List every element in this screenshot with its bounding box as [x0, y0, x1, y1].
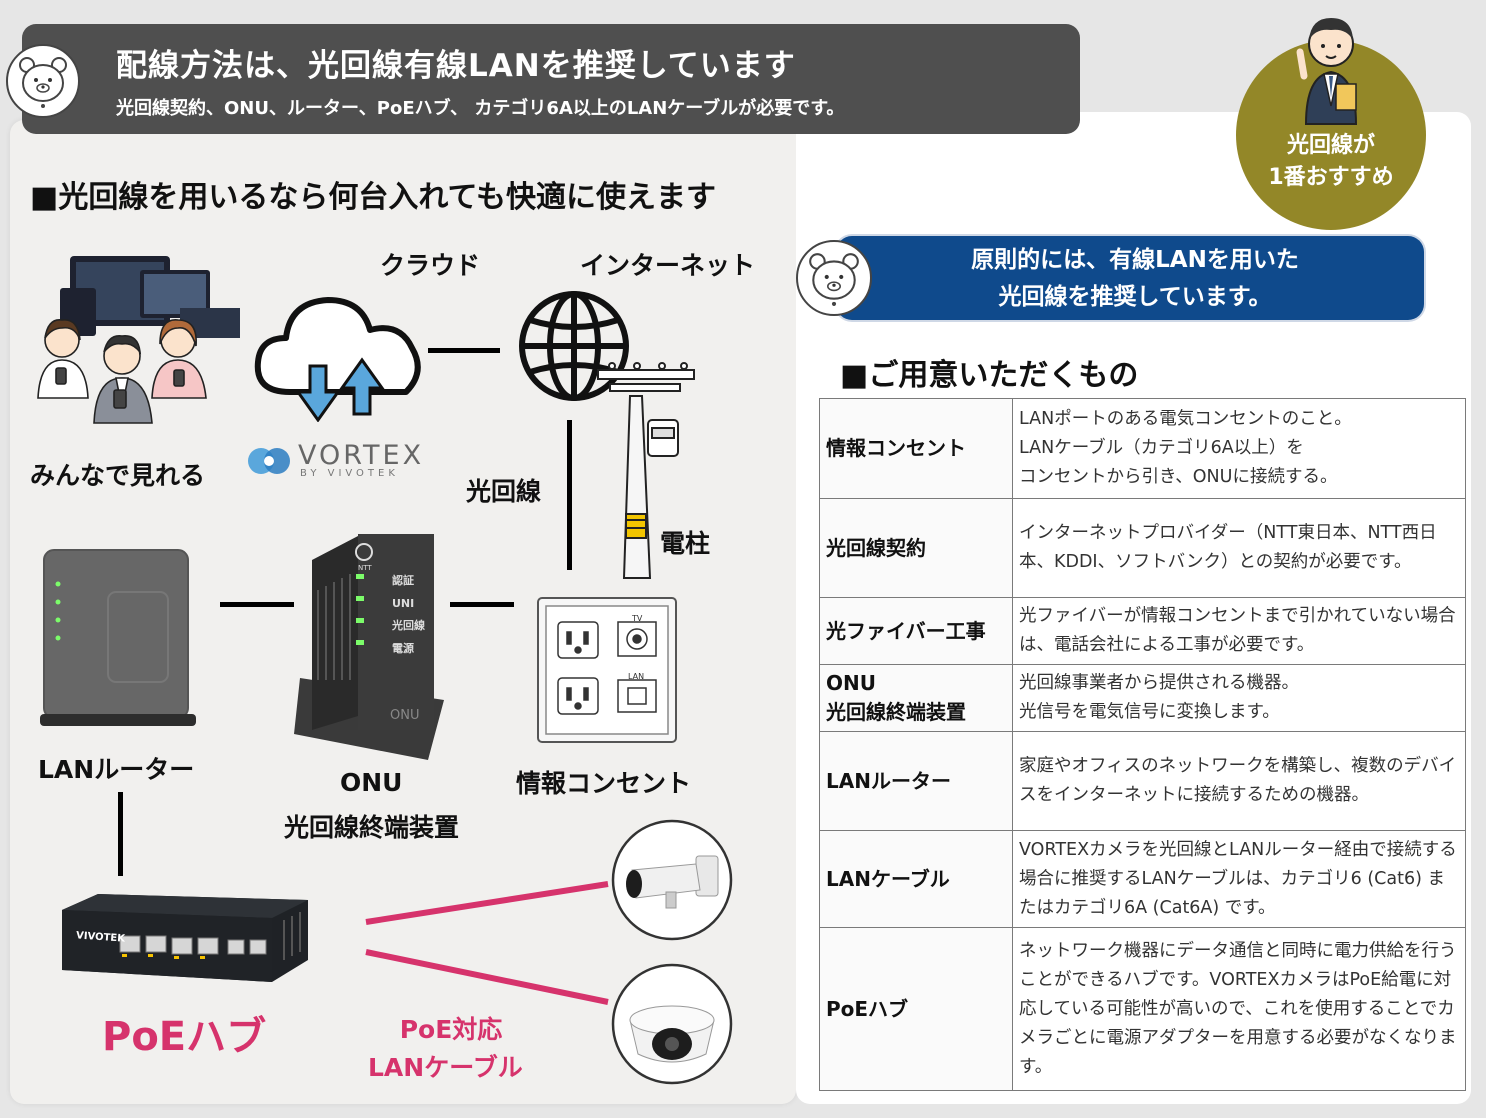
vortex-logo-icon: [248, 448, 290, 474]
onu-led-fiber: 光回線: [392, 619, 425, 632]
notice-banner: [836, 236, 1424, 320]
item-desc: 家庭やオフィスのネットワークを構築し、複数のデバイスをインターネットに接続するた…: [1012, 731, 1466, 831]
table-row: 光ファイバー工事 光ファイバーが情報コンセントまで引かれていない場合は、電話会社…: [819, 597, 1466, 665]
notice-text: 原則的には、有線LANを用いた 光回線を推奨しています。: [850, 242, 1420, 316]
utility-pole-icon: [597, 362, 695, 579]
item-name: 情報コンセント: [819, 398, 1013, 499]
onu-led-labels: 認証 UNI 光回線 電源: [392, 570, 425, 660]
bear-notice-icon: [796, 240, 872, 316]
fiber-line: [567, 420, 572, 570]
router-label: LANルーター: [38, 755, 195, 784]
router-onu-line: [220, 602, 294, 607]
cloud-internet-line: [428, 348, 500, 353]
item-name: LANケーブル: [819, 830, 1013, 928]
cable-label-line2: LANケーブル: [368, 1053, 523, 1082]
item-name: ONU 光回線終端装置: [819, 664, 1013, 732]
bear-mascot-icon: [6, 44, 80, 118]
badge-line1: 光回線が: [1286, 133, 1375, 158]
table-row: 光回線契約 インターネットプロバイダー（NTT東日本、NTT西日本、KDDI、ソ…: [819, 498, 1466, 598]
poe-cable-lines: [365, 881, 609, 1005]
item-desc: 光回線事業者から提供される機器。 光信号を電気信号に変換します。: [1012, 664, 1466, 732]
outlet-label: 情報コンセント: [516, 769, 692, 798]
outlet-lan-text: LAN: [628, 672, 645, 681]
item-name: LANルーター: [819, 731, 1013, 831]
onu-outlet-line: [450, 602, 514, 607]
info-outlet-icon: [537, 597, 677, 743]
outlet-tv-text: TV: [632, 614, 643, 623]
fiber-label: 光回線: [466, 477, 542, 506]
item-name: PoEハブ: [819, 927, 1013, 1091]
item-name: 光ファイバー工事: [819, 597, 1013, 665]
pole-label: 電柱: [660, 529, 711, 558]
notice-line1: 原則的には、有線LANを用いた: [971, 247, 1299, 273]
lan-router-icon: [40, 549, 196, 726]
badge-text: 光回線が 1番おすすめ: [1236, 130, 1426, 194]
cable-label-line1: PoE対応: [399, 1015, 503, 1044]
requirements-heading: ■ご用意いただくもの: [840, 358, 1139, 393]
item-desc: LANポートのある電気コンセントのこと。 LANケーブル（カテゴリ6A以上）を …: [1012, 398, 1466, 499]
bullet-camera-icon: [611, 819, 733, 941]
table-row: LANケーブル VORTEXカメラを光回線とLANルーター経由で接続する場合に推…: [819, 830, 1466, 928]
badge-line2: 1番おすすめ: [1268, 165, 1394, 190]
poe-hub-label: PoEハブ: [102, 1014, 267, 1060]
banner-subtitle: 光回線契約、ONU、ルーター、PoEハブ、 カテゴリ6A以上のLANケーブルが必…: [116, 98, 845, 119]
table-row: ONU 光回線終端装置 光回線事業者から提供される機器。 光信号を電気信号に変換…: [819, 664, 1466, 732]
dome-camera-icon: [611, 963, 733, 1085]
onu-led-auth: 認証: [392, 574, 414, 587]
item-desc: VORTEXカメラを光回線とLANルーター経由で接続する場合に推奨するLANケー…: [1012, 830, 1466, 928]
item-desc: 光ファイバーが情報コンセントまで引かれていない場合は、電話会社による工事が必要で…: [1012, 597, 1466, 665]
cable-label: PoE対応: [396, 1010, 506, 1046]
top-banner: [22, 24, 1080, 134]
diagram-heading: ■光回線を用いるなら何台入れても快適に使えます: [30, 180, 716, 215]
onu-sublabel: 光回線終端装置: [284, 813, 460, 842]
notice-line2: 光回線を推奨しています。: [998, 284, 1272, 310]
table-row: 情報コンセント LANポートのある電気コンセントのこと。 LANケーブル（カテゴ…: [819, 398, 1466, 499]
onu-brand-text: ONU: [390, 708, 420, 723]
vortex-logo-sub: BY VIVOTEK: [300, 468, 399, 479]
cloud-label: クラウド: [380, 251, 481, 280]
onu-device-icon: NTT: [294, 534, 444, 760]
banner-title: 配線方法は、光回線有線LANを推奨しています: [116, 48, 796, 84]
requirements-table: 情報コンセント LANポートのある電気コンセントのこと。 LANケーブル（カテゴ…: [819, 398, 1466, 1091]
vortex-logo-text: VORTEX: [298, 440, 425, 471]
onu-led-uni: UNI: [392, 596, 415, 610]
item-desc: インターネットプロバイダー（NTT東日本、NTT西日本、KDDI、ソフトバンク）…: [1012, 498, 1466, 598]
table-row: LANルーター 家庭やオフィスのネットワークを構築し、複数のデバイスをインターネ…: [819, 731, 1466, 831]
item-desc: ネットワーク機器にデータ通信と同時に電力供給を行うことができるハブです。VORT…: [1012, 927, 1466, 1091]
everyone-label: みんなで見れる: [30, 461, 206, 490]
svg-text:NTT: NTT: [358, 564, 372, 572]
onu-label: ONU: [340, 768, 403, 797]
businessman-icon: [1296, 18, 1358, 125]
table-row: PoEハブ ネットワーク機器にデータ通信と同時に電力供給を行うことができるハブで…: [819, 927, 1466, 1091]
people-viewing-icon: [37, 256, 240, 424]
onu-led-power: 電源: [392, 641, 414, 655]
poe-hub-icon: [62, 894, 308, 982]
cloud-icon: [254, 297, 421, 422]
item-name: 光回線契約: [819, 498, 1013, 598]
internet-label: インターネット: [580, 251, 756, 280]
router-hub-line: [118, 792, 123, 876]
